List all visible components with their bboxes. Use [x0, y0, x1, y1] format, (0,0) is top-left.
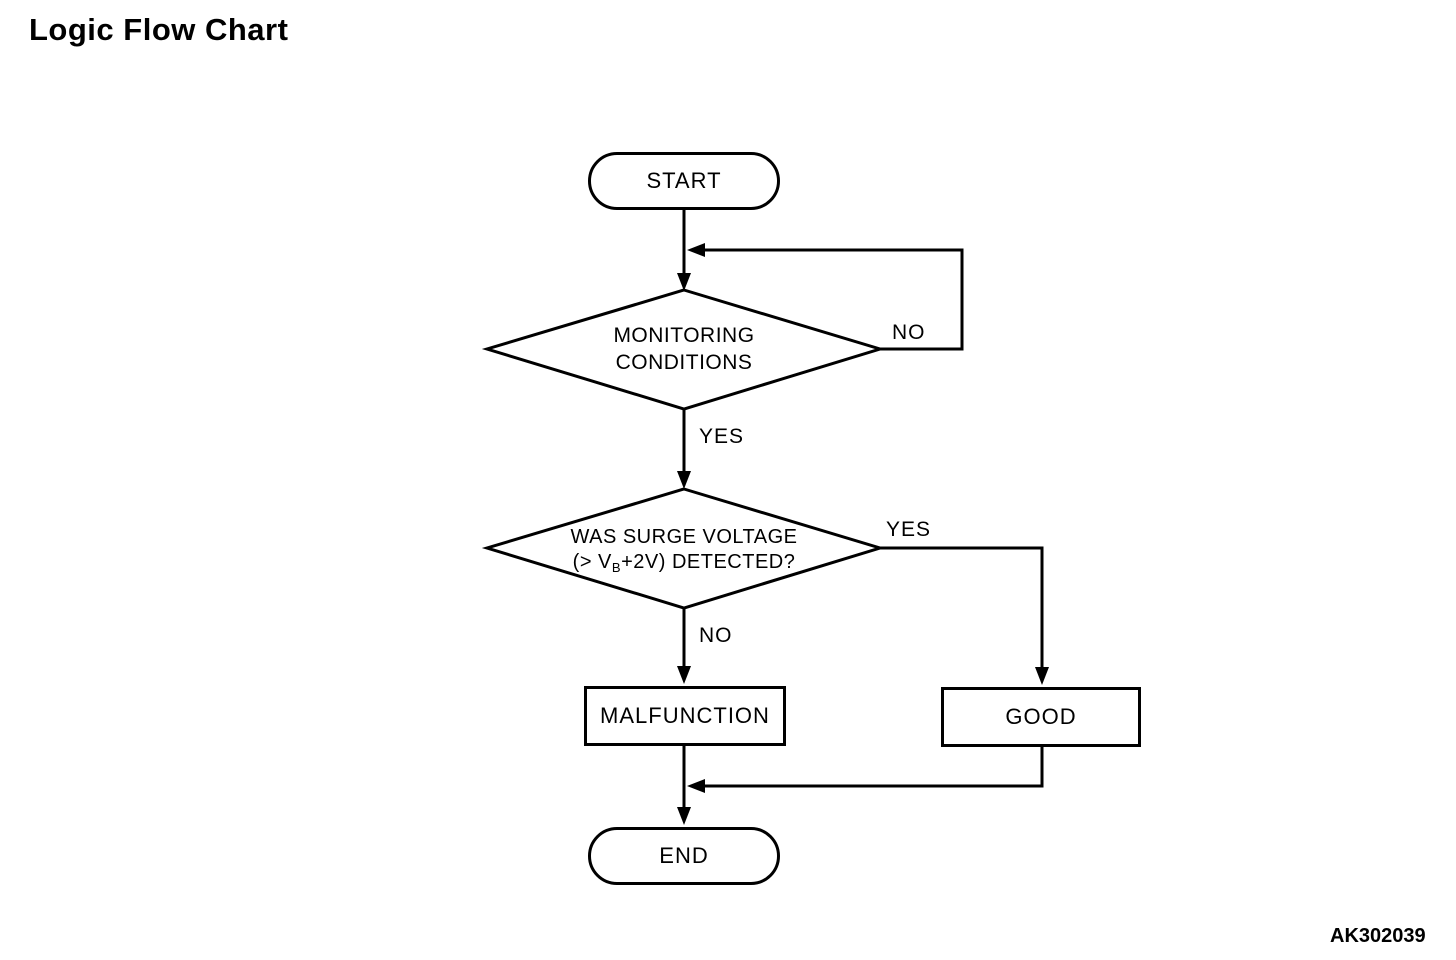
arrowhead-no-loop	[687, 243, 705, 257]
edge-label-monitoring-yes: YES	[699, 425, 745, 448]
arrowhead-into-good	[1035, 667, 1049, 685]
surge-line2-subscript: B	[611, 560, 622, 575]
figure-code: AK302039	[1330, 925, 1426, 947]
arrowhead-good-junction	[687, 779, 705, 793]
arrowhead-into-end	[677, 807, 691, 825]
surge-line2-suffix: +2V) DETECTED?	[621, 551, 796, 573]
node-monitoring-label: MONITORING CONDITIONS	[487, 322, 881, 376]
node-monitoring-label-line2: CONDITIONS	[615, 351, 753, 374]
node-good-label: GOOD	[1005, 704, 1077, 729]
arrowhead-into-monitoring	[677, 273, 691, 291]
node-malfunction: MALFUNCTION	[584, 686, 786, 746]
edge-monitoring-no-loop	[692, 248, 964, 351]
node-start: START	[588, 152, 780, 210]
decision-monitoring-shape	[481, 288, 886, 411]
edge-good-to-junction	[692, 747, 1044, 788]
node-surge-label: WAS SURGE VOLTAGE (> VB+2V) DETECTED?	[487, 525, 881, 580]
decision-surge-shape	[481, 487, 886, 610]
edge-label-surge-yes: YES	[886, 518, 932, 541]
edge-label-monitoring-no: NO	[892, 321, 926, 344]
node-surge-label-line2: (> VB+2V) DETECTED?	[487, 550, 881, 580]
node-end: END	[588, 827, 780, 885]
node-monitoring-label-line1: MONITORING	[613, 324, 755, 347]
arrowhead-into-surge	[677, 471, 691, 489]
arrowhead-into-malfunction	[677, 666, 691, 684]
edge-label-surge-no: NO	[699, 624, 733, 647]
node-start-label: START	[646, 168, 722, 193]
node-good: GOOD	[941, 687, 1141, 747]
surge-line2-prefix: (> V	[572, 551, 612, 573]
edge-surge-yes	[880, 546, 1044, 680]
node-malfunction-label: MALFUNCTION	[600, 703, 770, 728]
node-surge-label-line1: WAS SURGE VOLTAGE	[570, 526, 798, 548]
node-end-label: END	[659, 843, 709, 868]
page-title: Logic Flow Chart	[29, 12, 289, 47]
